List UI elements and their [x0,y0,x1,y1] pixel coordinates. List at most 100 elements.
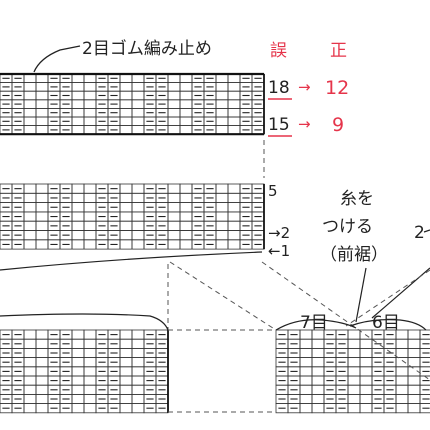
grid-cell [23,230,37,241]
grid-cell [119,99,133,109]
grid-cell [407,329,421,340]
grid-cell [131,220,145,231]
row-label-right-9: 9 [332,114,344,136]
grid-cell [179,239,193,250]
grid-cell [227,90,241,101]
grid-cell [71,192,85,204]
grid-cell [347,347,361,358]
grid-cell [71,366,85,377]
grid-cell [299,393,313,404]
grid-cell [215,90,229,101]
grid-cell [35,108,49,118]
grid-cell [83,90,97,101]
grid-cell [395,403,409,414]
grid-cell [395,384,409,395]
grid-cell [131,211,145,222]
grid-cell [35,384,49,395]
grid-cell [83,82,97,92]
grid-cell [71,384,85,395]
grid-cell [359,347,373,358]
grid-cell [167,90,181,101]
grid-cell [119,230,133,241]
grid-cell [71,357,85,368]
grid-cell [83,73,97,84]
grid-cell [131,393,145,404]
grid-cell [215,192,229,204]
grid-cell [119,329,133,340]
grid-cell [395,375,409,386]
grid-cell [23,357,37,368]
grid-cell [35,220,49,231]
grid-cell [131,338,145,349]
grid-cell [311,375,325,386]
attach-yarn-line2: つける [322,217,373,237]
grid-cell [347,393,361,404]
grid-cell [179,230,193,241]
grid-cell [119,393,133,404]
row-label-right-12: 12 [325,77,349,99]
grid-cell [35,183,49,194]
grid-cell [215,108,229,118]
grid-cell [215,183,229,194]
grid-cell [71,239,85,250]
grid-cell [71,347,85,358]
grid-cell [215,116,229,127]
grid-cell [167,116,181,127]
grid-cell [167,125,181,135]
grid-cell [83,116,97,127]
middle-to-right-curve [0,251,263,271]
row-label-1: ←1 [268,242,290,260]
grid-cell [419,403,430,414]
grid-cell [83,108,97,118]
correction-right-header: 正 [330,41,347,61]
grid-cell [119,403,133,414]
grid-cell [347,384,361,395]
grid-cell [215,211,229,222]
grid-cell [35,192,49,204]
grid-cell [215,73,229,84]
grid-cell [83,403,97,414]
grid-cell [83,338,97,349]
grid-cell [131,329,145,340]
grid-cell [23,108,37,118]
grid-cell [83,202,97,213]
grid-cell [119,357,133,368]
grid-cell [347,329,361,340]
grid-cell [131,192,145,204]
grid-cell [23,220,37,231]
grid-cell [311,403,325,414]
grid-cell [23,384,37,395]
grid-cell [299,384,313,395]
dashed-guides [167,140,430,413]
grid-cell [359,375,373,386]
grid-cell [119,192,133,204]
grid-cell [215,202,229,213]
grid-cell [299,366,313,377]
grid-cell [227,183,241,194]
grid-cell [83,357,97,368]
grid-cell [347,375,361,386]
grid-cell [131,73,145,84]
grid-cell [299,375,313,386]
grid-cell [71,99,85,109]
grid-cell [23,125,37,135]
grid-cell [71,108,85,118]
grid-cell [359,384,373,395]
grid-cell [179,125,193,135]
grid-cell [119,347,133,358]
grid-cell [83,329,97,340]
grid-cell [215,230,229,241]
grid-cell [83,384,97,395]
grid-cell [131,347,145,358]
grid-cell [35,393,49,404]
grid-cell [227,82,241,92]
grid-cell [35,329,49,340]
grid-cell [347,366,361,377]
grid-cell [35,338,49,349]
grid-cell [227,211,241,222]
grid-cell [119,220,133,231]
grid-cell [167,211,181,222]
grid-cell [299,338,313,349]
grid-cell [167,99,181,109]
grid-cell [179,73,193,84]
